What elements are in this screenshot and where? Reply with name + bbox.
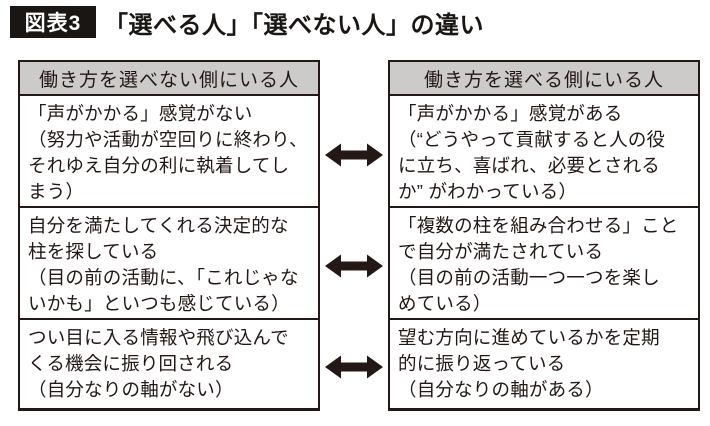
- figure-label: 図表3: [24, 12, 82, 35]
- can-choose-row-2: 「複数の柱を組み合わせる」こと で自分が満たされている （目の前の活動一つ一つを…: [390, 208, 698, 320]
- can-choose-row-1: 「声がかかる」感覚がある （“どうやって貢献すると人の役 に立ち、喜ばれ、必要と…: [390, 96, 698, 208]
- cannot-choose-row-3: つい目に入る情報や飛び込んで くる機会に振り回される （自分なりの軸がない）: [28, 327, 289, 400]
- cannot-choose-row-1: 「声がかかる」感覚がない （努力や活動が空回りに終わり、 それゆえ自分の利に執着…: [20, 96, 318, 208]
- double-arrow-shape: [325, 254, 383, 278]
- can-choose-row-3: 望む方向に進めているかを定期 的に振り返っている （自分なりの軸がある）: [398, 327, 660, 400]
- can-choose-column: 働き方を選べる側にいる人 「声がかかる」感覚がある （“どうやって貢献すると人の…: [388, 60, 700, 411]
- cannot-choose-header: 働き方を選べない側にいる人: [20, 62, 318, 96]
- figure-title: 「選べる人」「選べない人」の違い: [104, 11, 484, 39]
- double-arrow-icon: [325, 253, 383, 279]
- double-arrow-shape: [325, 143, 383, 167]
- cannot-choose-column: 働き方を選べない側にいる人 「声がかかる」感覚がない （努力や活動が空回りに終わ…: [18, 60, 320, 411]
- double-arrow-icon: [325, 142, 383, 168]
- figure-label-badge: 図表3: [10, 6, 96, 38]
- can-choose-header: 働き方を選べる側にいる人: [390, 62, 698, 96]
- cannot-choose-row-2: 自分を満たしてくれる決定的な 柱を探している （目の前の活動に、「これじゃな い…: [20, 208, 318, 320]
- double-arrow-shape: [325, 355, 383, 379]
- double-arrow-icon: [325, 354, 383, 380]
